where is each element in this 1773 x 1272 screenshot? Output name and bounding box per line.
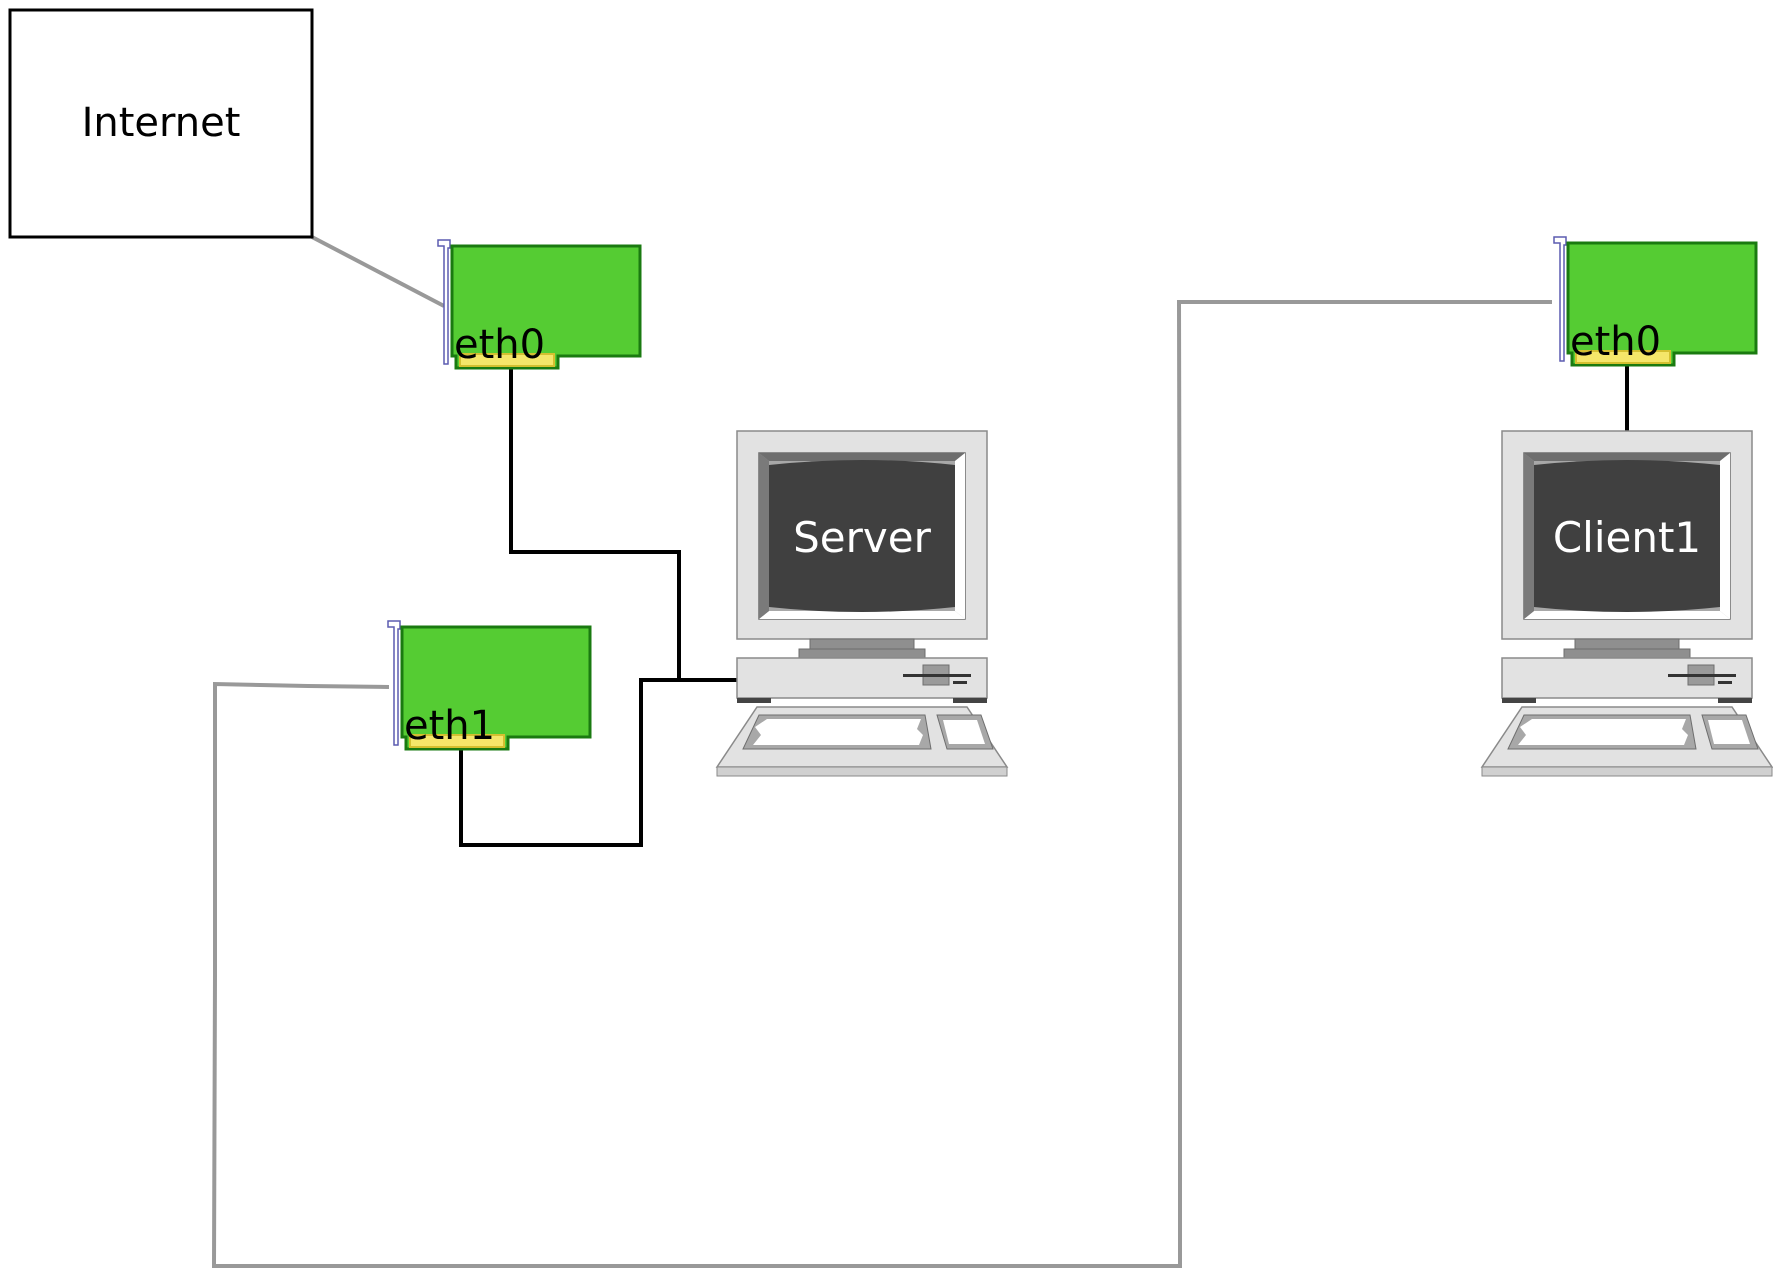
server-label: Server [793,513,931,562]
computer-icon [716,430,1008,777]
server-eth0-nic: eth0 [436,238,642,370]
internet-to-server-eth0-cable [311,235,445,308]
client-computer: Client1 [1481,430,1773,777]
client-eth0-label: eth0 [1570,319,1661,365]
server-eth1-label: eth1 [404,703,495,749]
internet-node: Internet [8,8,314,239]
server-eth0-label: eth0 [454,322,545,368]
server-eth1-internal-cable [459,678,679,847]
internet-box [8,8,314,239]
server-eth0-internal-cable [509,365,737,682]
client-eth0-nic: eth0 [1552,235,1758,367]
server-eth1-to-client-eth0-cable [211,300,1552,1268]
client-label: Client1 [1553,513,1701,562]
computer-icon [1481,430,1773,777]
server-computer: Server [716,430,1008,777]
server-eth1-nic: eth1 [386,619,592,751]
internet-label: Internet [82,100,241,146]
